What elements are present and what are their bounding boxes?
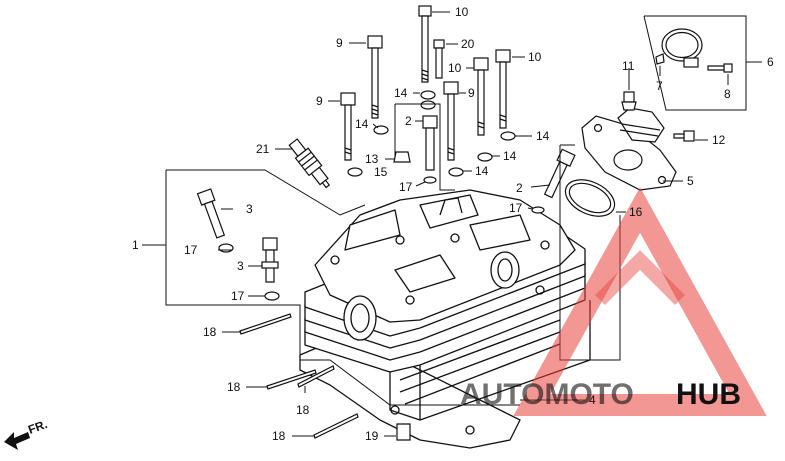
callout-9: 9 [316,94,323,108]
callout-9: 9 [468,86,475,100]
callout-17: 17 [399,180,413,194]
callout-14: 14 [475,164,489,178]
bolt-9-left-top [367,35,383,119]
clamp-6 [661,28,703,68]
callout-15: 15 [374,165,388,179]
callout-2: 2 [405,114,412,128]
studs-18 [239,313,411,441]
callout-16: 16 [629,205,643,219]
callout-3: 3 [237,259,244,273]
callout-3: 3 [246,202,253,216]
callout-14: 14 [394,86,408,100]
callout-18: 18 [203,325,217,339]
callout-7: 7 [656,79,663,93]
bolt-9-mid [443,81,459,161]
callout-9: 9 [336,36,343,50]
front-direction-arrow: FR. [4,417,49,450]
reference-brackets [142,15,762,406]
callout-2: 2 [516,181,523,195]
bolt-10-top [418,5,432,83]
callout-18: 18 [296,403,310,417]
callout-17: 17 [509,201,523,215]
callout-4: 4 [589,393,596,407]
cylinder-head [299,189,591,449]
dowel-19 [396,423,411,441]
watermark-text-gray: HUB [676,378,741,411]
spark-plug-21 [288,138,331,189]
guide-3-lower [261,237,279,283]
guide-2-right [543,148,576,199]
guide-3-upper [196,188,226,239]
callout-12: 12 [712,133,726,147]
nut-7 [655,53,665,65]
bolt-11 [621,91,637,111]
stud-bolts [340,5,511,161]
bolt-10-mid [473,57,489,136]
watermark-logo: AUTOMOTO HUB [460,187,767,416]
callout-14: 14 [355,117,369,131]
watermark-text-red: AUTOMOTO [460,378,634,411]
bolt-20 [433,39,445,79]
callout-1: 1 [132,238,139,252]
bolt-9-left [340,92,356,161]
arrow-left-icon [4,432,30,450]
callout-18: 18 [272,429,286,443]
screw-8 [707,63,733,73]
callout-10: 10 [528,50,542,64]
callout-18: 18 [227,380,241,394]
guide-2-center [422,115,438,184]
callout-10: 10 [455,5,469,19]
callout-5: 5 [687,174,694,188]
callout-13: 13 [365,152,379,166]
bolt-10-right [495,49,511,129]
nut-13 [393,151,411,163]
callout-8: 8 [724,87,731,101]
callout-labels: 10 9 20 10 10 9 9 14 14 14 14 14 2 2 21 … [132,5,774,443]
callout-14: 14 [536,129,550,143]
valve-guides [196,115,576,301]
bolt-12 [673,130,695,142]
callout-17: 17 [184,243,198,257]
front-marker-label: FR. [26,417,49,437]
callout-17: 17 [231,289,245,303]
callout-6: 6 [767,55,774,69]
intake-pipe-assembly [564,28,733,217]
callout-11: 11 [622,59,635,73]
callout-14: 14 [503,149,517,163]
watermark-triangle [513,187,767,416]
callout-19: 19 [365,429,379,443]
callout-10: 10 [448,61,462,75]
washers [347,90,516,177]
callout-21: 21 [256,142,270,156]
callout-20: 20 [461,37,475,51]
